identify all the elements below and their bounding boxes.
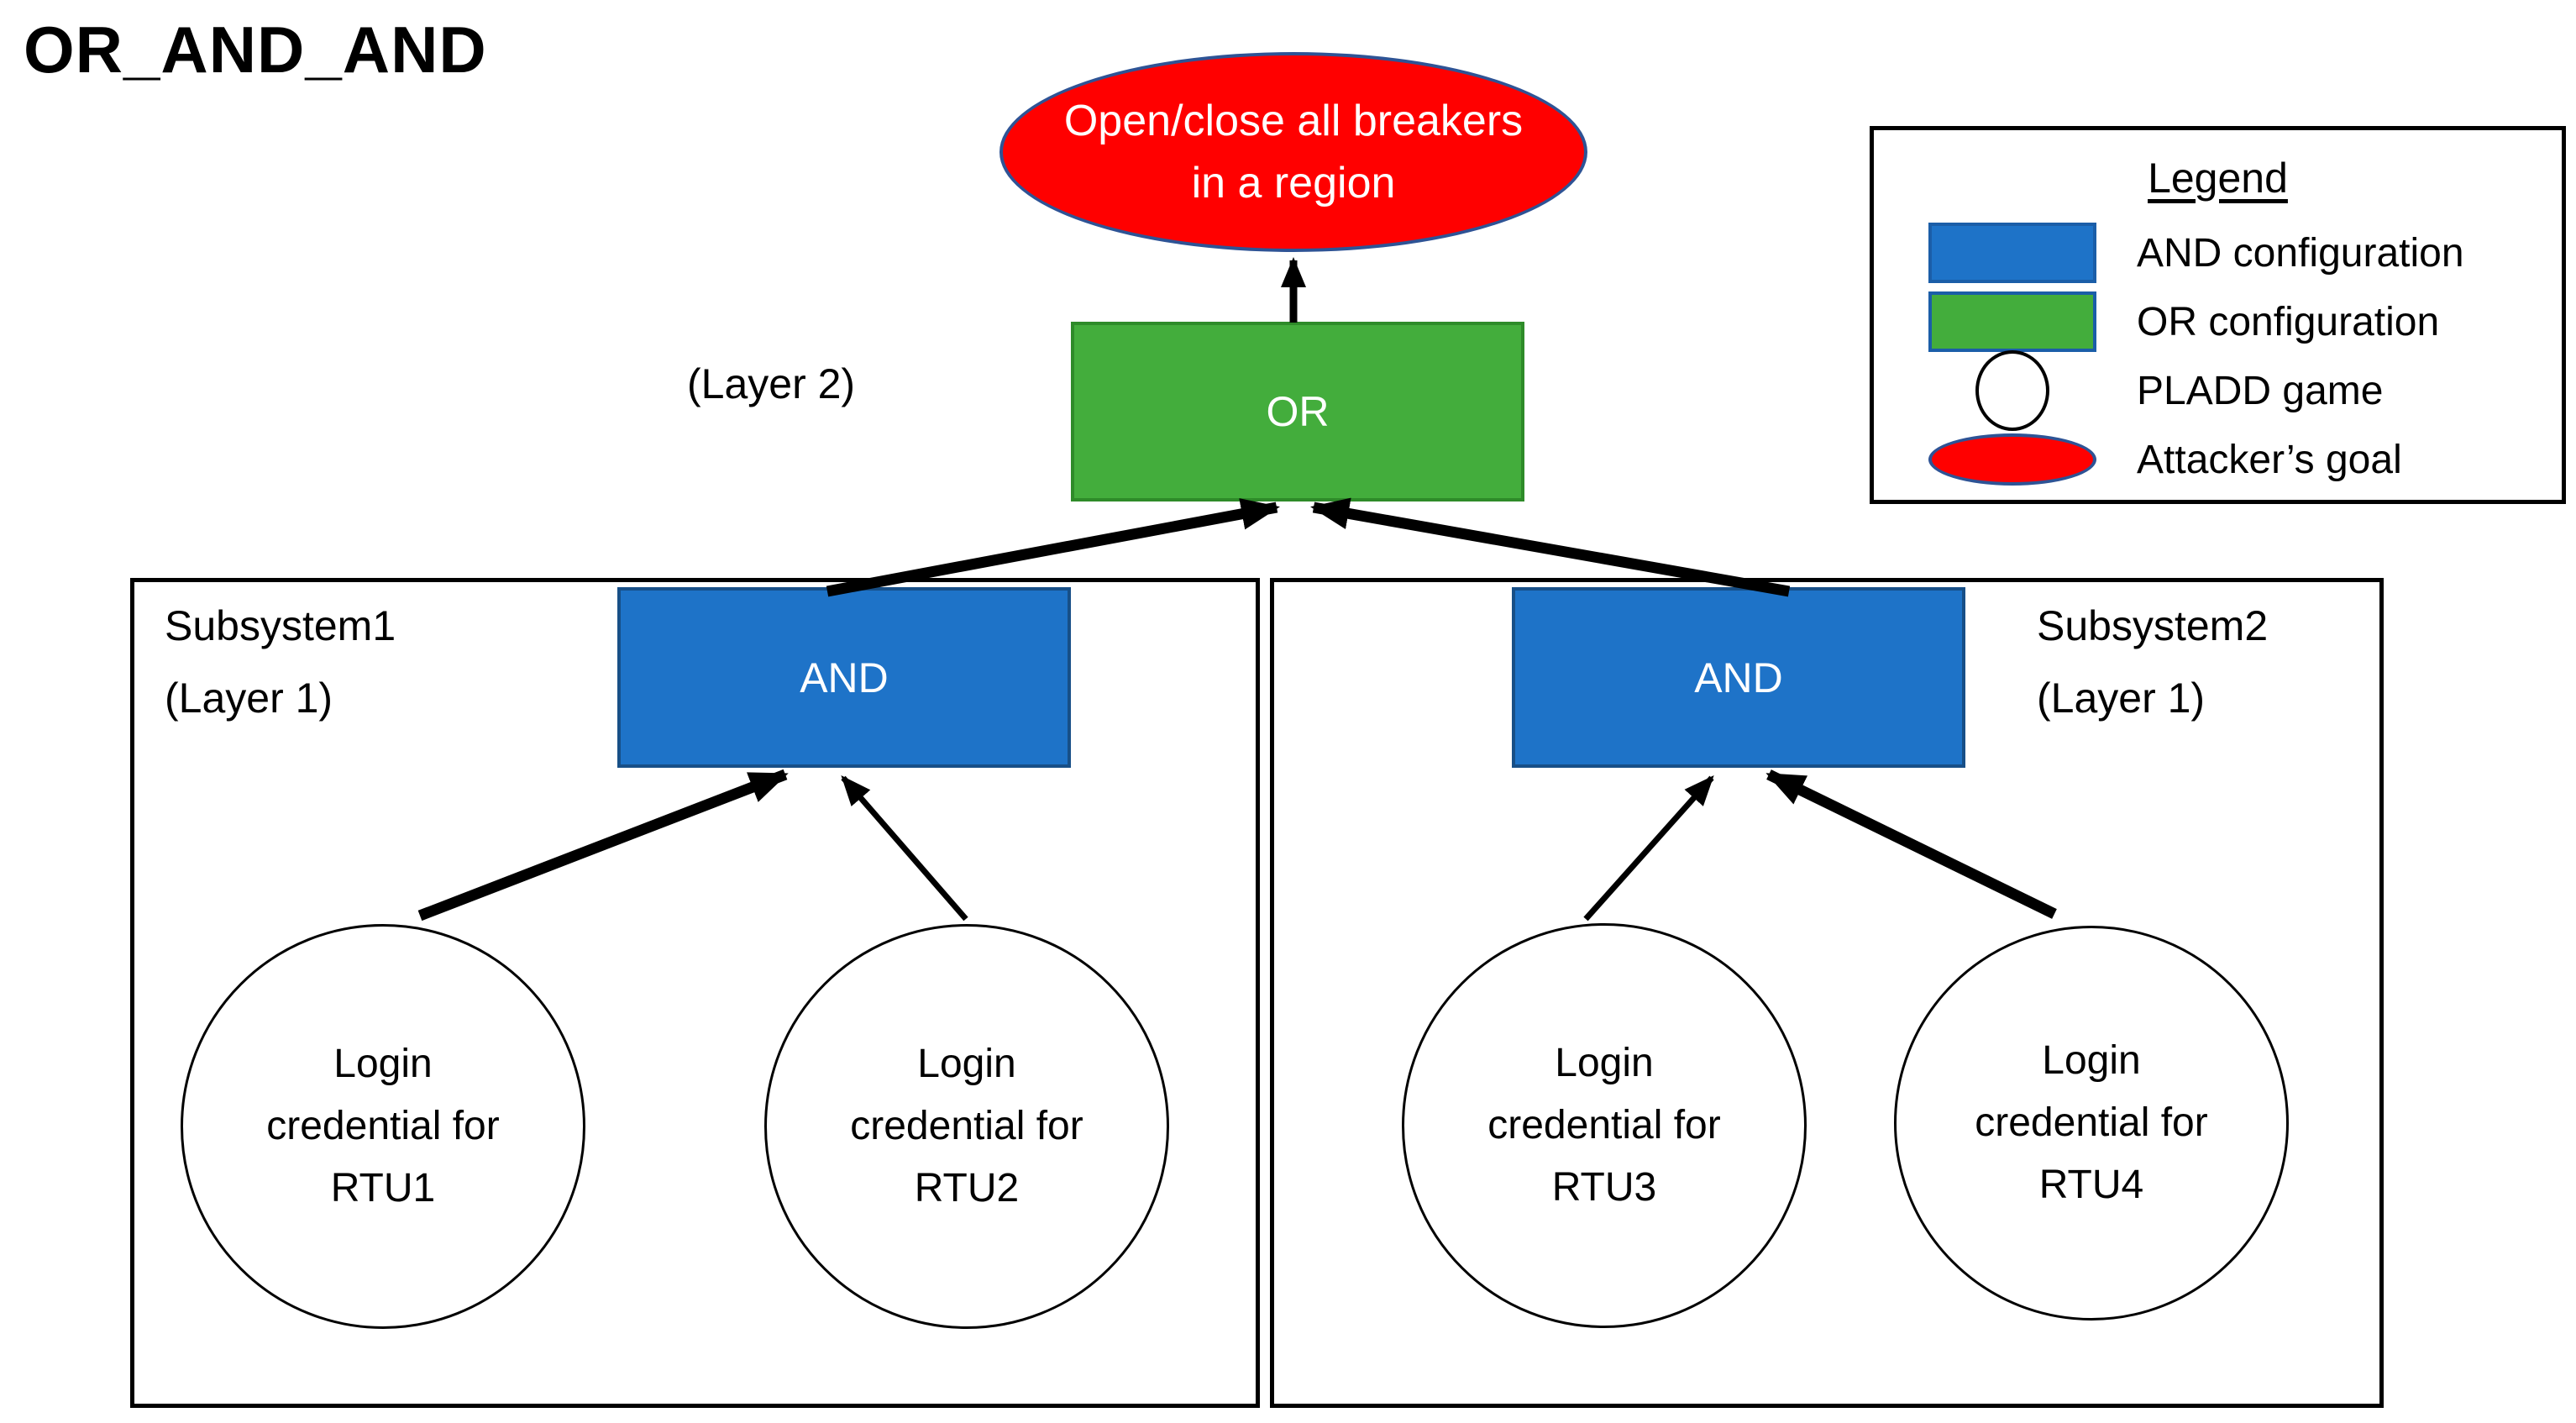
pladd-rtu4-label: Login credential for RTU4	[1975, 1038, 2208, 1207]
subsystem2-label: Subsystem2 (Layer 1)	[2037, 590, 2268, 734]
pladd-node-rtu1: Login credential for RTU1	[181, 924, 585, 1329]
subsystem1-label: Subsystem1 (Layer 1)	[165, 590, 396, 734]
legend-box: Legend AND configuration OR configuratio…	[1870, 126, 2566, 504]
goal-ellipse-icon	[1928, 433, 2096, 486]
legend-goal-swatch-cell	[1874, 433, 2137, 486]
subsystem1-frame	[130, 578, 1260, 1408]
attacker-goal-node: Open/close all breakers in a region	[999, 52, 1587, 252]
pladd-rtu2-label: Login credential for RTU2	[850, 1042, 1083, 1210]
pladd-node-rtu2: Login credential for RTU2	[764, 924, 1169, 1329]
and-rect-icon	[1928, 223, 2096, 283]
subsystem1-layer: (Layer 1)	[165, 675, 333, 722]
legend-and-swatch-cell	[1874, 223, 2137, 283]
legend-pladd-swatch-cell	[1874, 350, 2137, 431]
legend-title: Legend	[2148, 155, 2288, 202]
and-gate-node-subsystem2: AND	[1512, 587, 1965, 768]
legend-goal-label: Attacker’s goal	[2137, 437, 2402, 482]
or-gate-node: OR	[1071, 322, 1524, 501]
legend-item-pladd: PLADD game	[1874, 350, 2562, 431]
diagram-title: OR_AND_AND	[24, 13, 487, 87]
pladd-rtu1-label: Login credential for RTU1	[266, 1042, 500, 1210]
legend-pladd-label: PLADD game	[2137, 368, 2384, 413]
legend-item-or: OR configuration	[1874, 287, 2562, 356]
and-gate1-label: AND	[800, 654, 889, 701]
pladd-rtu3-label: Login credential for RTU3	[1487, 1041, 1721, 1210]
legend-or-label: OR configuration	[2137, 299, 2440, 344]
or-gate-label: OR	[1266, 388, 1330, 435]
subsystem2-layer: (Layer 1)	[2037, 675, 2206, 722]
legend-item-and: AND configuration	[1874, 218, 2562, 287]
subsystem1-name: Subsystem1	[165, 602, 396, 649]
subsystem2-name: Subsystem2	[2037, 602, 2269, 649]
subsystem2-frame	[1270, 578, 2384, 1408]
or-rect-icon	[1928, 291, 2096, 352]
and-gate2-label: AND	[1694, 654, 1783, 701]
layer2-label: (Layer 2)	[687, 360, 856, 407]
legend-item-goal: Attacker’s goal	[1874, 425, 2562, 494]
legend-or-swatch-cell	[1874, 291, 2137, 352]
pladd-node-rtu4: Login credential for RTU4	[1894, 926, 2289, 1321]
attacker-goal-label: Open/close all breakers in a region	[1063, 97, 1524, 207]
pladd-circle-icon	[1975, 350, 2049, 431]
pladd-node-rtu3: Login credential for RTU3	[1402, 923, 1807, 1328]
legend-and-label: AND configuration	[2137, 230, 2464, 276]
and-gate-node-subsystem1: AND	[617, 587, 1071, 768]
